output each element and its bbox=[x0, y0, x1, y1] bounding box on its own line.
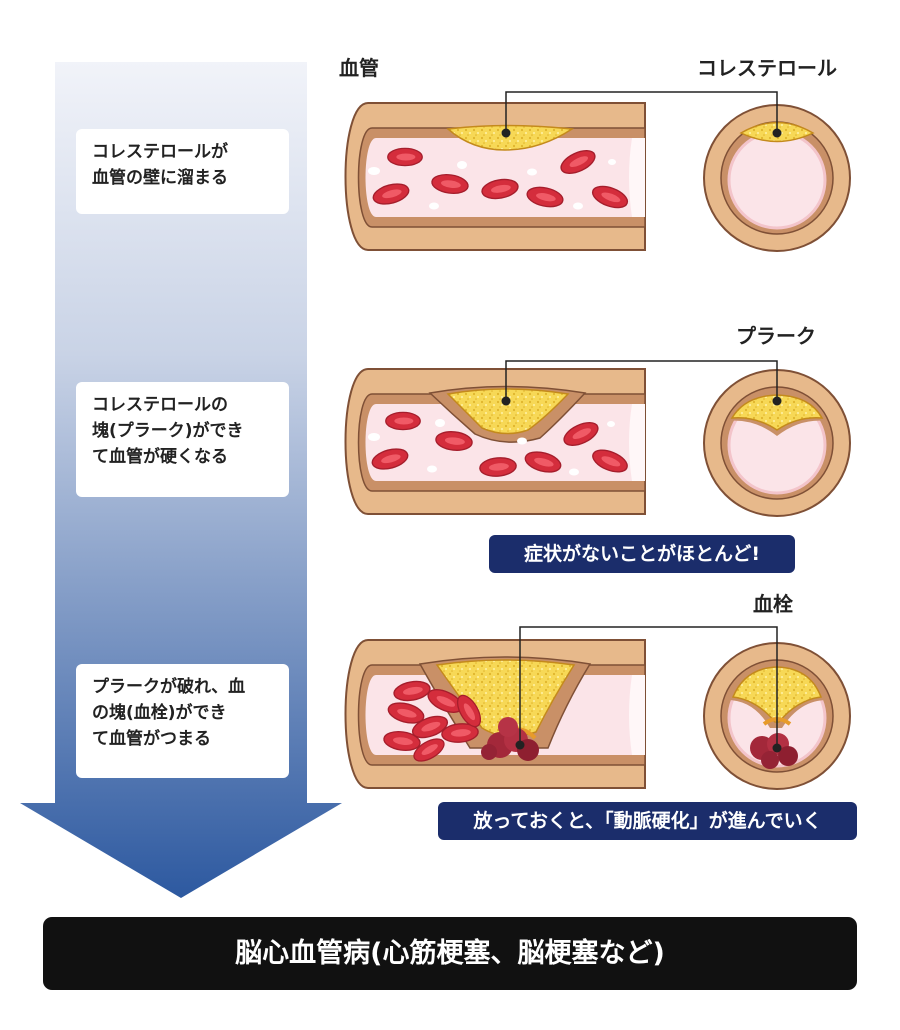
vessel-label: 血管 bbox=[339, 56, 379, 80]
leader-lines bbox=[505, 91, 778, 748]
vessel-row-2 bbox=[344, 368, 851, 517]
thrombus-label: 血栓 bbox=[753, 592, 793, 616]
vessel-long-2 bbox=[344, 368, 646, 515]
vessel-long-3 bbox=[344, 639, 646, 789]
step-1-line-2: 血管の壁に溜まる bbox=[92, 168, 228, 188]
step-2-box: コレステロールの 塊(プラーク)ができ て血管が硬くなる bbox=[76, 382, 289, 497]
plaque-label: プラーク bbox=[736, 324, 816, 348]
no-symptoms-badge: 症状がないことがほとんど! bbox=[489, 535, 795, 573]
leader-dots bbox=[501, 128, 782, 753]
step-1-box: コレステロールが 血管の壁に溜まる bbox=[76, 129, 289, 214]
vessel-long-1 bbox=[344, 102, 646, 251]
thrombus-long bbox=[481, 717, 539, 761]
step-2-line-3: て血管が硬くなる bbox=[92, 447, 228, 467]
step-2-line-2: 塊(プラーク)ができ bbox=[92, 421, 244, 441]
vessel-row-1 bbox=[344, 102, 851, 252]
vessel-cross-section-1 bbox=[703, 104, 851, 252]
step-3-line-1: プラークが破れ、血 bbox=[92, 677, 246, 697]
step-3-line-2: の塊(血栓)ができ bbox=[92, 703, 227, 723]
step-1-line-1: コレステロールが bbox=[92, 142, 228, 162]
thrombus-cross bbox=[750, 733, 798, 769]
step-2-line-1: コレステロールの bbox=[92, 395, 228, 415]
vessel-row-3 bbox=[344, 639, 851, 790]
result-banner: 脳心血管病(心筋梗塞、脳梗塞など) bbox=[43, 917, 857, 990]
step-3-line-3: て血管がつまる bbox=[92, 729, 211, 749]
cholesterol-label: コレステロール bbox=[697, 56, 837, 80]
progression-badge: 放っておくと、「動脈硬化」が進んでいく bbox=[438, 802, 857, 840]
step-3-box: プラークが破れ、血 の塊(血栓)ができ て血管がつまる bbox=[76, 664, 289, 778]
vessel-cross-section-2 bbox=[703, 369, 851, 517]
